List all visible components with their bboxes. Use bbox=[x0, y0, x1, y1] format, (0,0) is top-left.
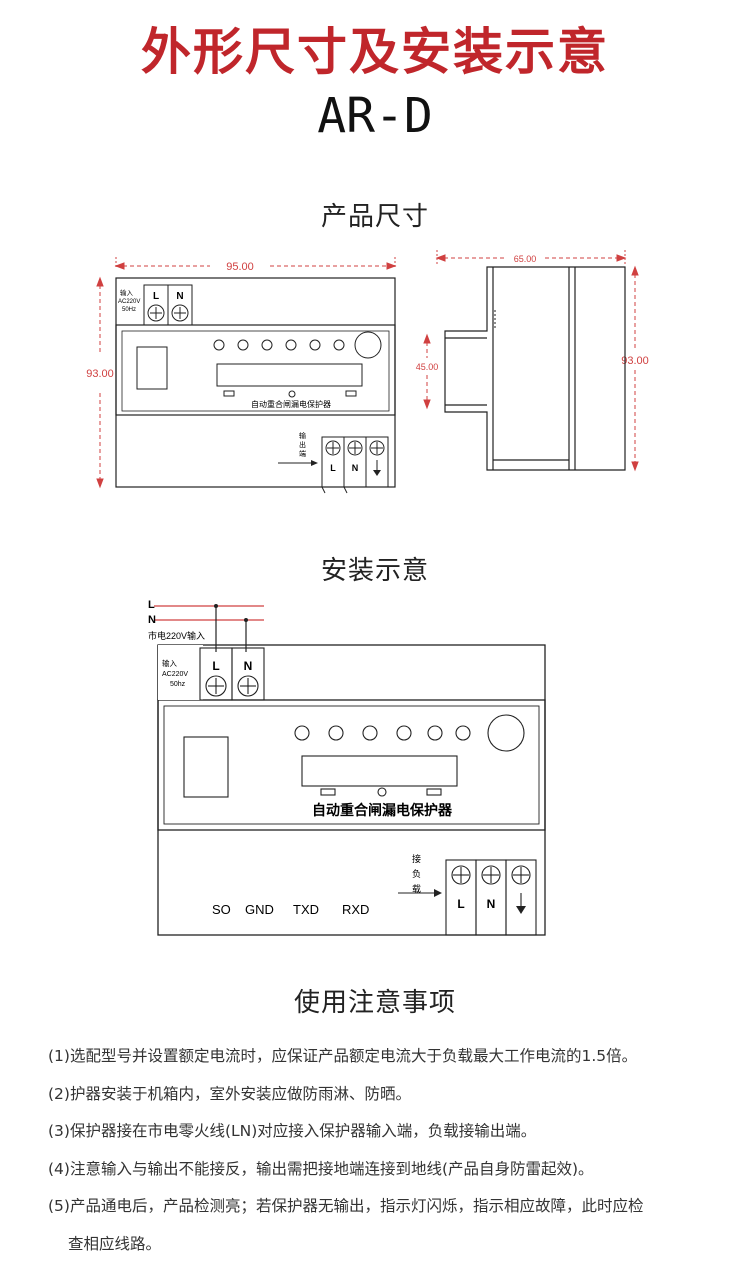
side-height-label: 93.00 bbox=[621, 355, 649, 367]
install-out-terminal-n: N bbox=[487, 897, 496, 911]
section-title-installation: 安装示意 bbox=[320, 556, 429, 586]
front-dimension-lines bbox=[96, 257, 397, 489]
note-item: (4)注意输入与输出不能接反，输出需把接地端连接到地线(产品自身防雷起效)。 bbox=[48, 1159, 594, 1178]
side-dimension-drawing: 65.00 45.00 93.00 bbox=[416, 250, 649, 472]
install-input-label-3: 50hz bbox=[170, 681, 186, 688]
install-output-terminals bbox=[445, 859, 537, 936]
note-item: (5)产品通电后，产品检测亮；若保护器无输出，指示灯闪烁，指示相应故障，此时应检 bbox=[48, 1197, 644, 1215]
side-width-label: 65.00 bbox=[514, 254, 537, 264]
side-body-outline bbox=[444, 266, 626, 471]
install-out-terminal-l: L bbox=[457, 897, 464, 911]
front-device-name: 自动重合闸漏电保护器 bbox=[251, 399, 331, 409]
front-input-label-2: AC220V bbox=[118, 299, 140, 305]
install-ground-symbol bbox=[516, 906, 526, 914]
install-input-terminals bbox=[199, 647, 265, 701]
installation-diagram: L N 市电220V输入 输入 AC220V 50hz L N 自动重合闸漏电保… bbox=[148, 599, 546, 936]
install-terminal-l: L bbox=[212, 659, 219, 673]
front-output-terminals bbox=[321, 436, 389, 494]
section-title-dimensions: 产品尺寸 bbox=[320, 202, 429, 232]
front-input-label-3: 50Hz bbox=[122, 307, 136, 313]
note-item: (3)保护器接在市电零火线(LN)对应接入保护器输入端，负载接输出端。 bbox=[48, 1122, 537, 1140]
front-out-terminal-n: N bbox=[352, 463, 359, 473]
front-indicator-leds bbox=[213, 331, 382, 398]
install-load-label-1: 接 bbox=[412, 853, 421, 864]
side-dimension-lines bbox=[423, 250, 639, 472]
comm-gnd: GND bbox=[245, 902, 274, 917]
usage-notes: (1)选配型号并设置额定电流时，应保证产品额定电流大于负载最大工作电流的1.5倍… bbox=[48, 1038, 728, 1263]
install-terminal-n: N bbox=[244, 659, 253, 673]
front-height-label: 93.00 bbox=[86, 368, 114, 380]
front-terminal-l: L bbox=[153, 291, 159, 302]
install-indicator-leds bbox=[294, 714, 525, 797]
front-input-label-1: 输入 bbox=[120, 288, 134, 297]
model-name: AR-D bbox=[317, 88, 433, 144]
comm-txd: TXD bbox=[293, 902, 319, 917]
install-input-label-2: AC220V bbox=[162, 671, 188, 678]
install-load-label-3: 载 bbox=[412, 883, 421, 894]
front-ground-symbol bbox=[373, 470, 381, 476]
front-terminal-n: N bbox=[176, 291, 183, 302]
front-output-label-2: 出 bbox=[299, 440, 306, 449]
side-rail-label: 45.00 bbox=[416, 362, 439, 372]
install-device-name: 自动重合闸漏电保护器 bbox=[312, 802, 453, 818]
install-status-window bbox=[183, 736, 229, 798]
note-item-continued: 查相应线路。 bbox=[68, 1234, 162, 1253]
note-item: (1)选配型号并设置额定电流时，应保证产品额定电流大于负载最大工作电流的1.5倍… bbox=[48, 1047, 638, 1065]
page-title: 外形尺寸及安装示意 bbox=[141, 23, 609, 81]
front-body bbox=[115, 277, 396, 488]
front-status-window bbox=[136, 346, 168, 390]
front-output-label-3: 端 bbox=[299, 449, 306, 458]
wire-l-label: L bbox=[148, 599, 155, 611]
front-dimension-drawing: 95.00 93.00 L N 输入 AC220V 50Hz 自动重合闸漏电保护… bbox=[86, 257, 397, 494]
section-title-notes: 使用注意事项 bbox=[293, 988, 456, 1018]
note-item: (2)护器安装于机箱内，室外安装应做防雨淋、防晒。 bbox=[48, 1084, 411, 1103]
front-input-terminals bbox=[143, 284, 193, 326]
mains-label: 市电220V输入 bbox=[148, 630, 205, 641]
front-output-label-1: 输 bbox=[299, 431, 306, 440]
front-out-terminal-l: L bbox=[330, 463, 336, 473]
install-load-label-2: 负 bbox=[412, 868, 421, 879]
install-input-label-1: 输入 bbox=[162, 658, 177, 668]
front-width-label: 95.00 bbox=[226, 261, 254, 273]
comm-rxd: RXD bbox=[342, 902, 369, 917]
comm-so: SO bbox=[212, 902, 231, 917]
wire-n-label: N bbox=[148, 614, 156, 626]
